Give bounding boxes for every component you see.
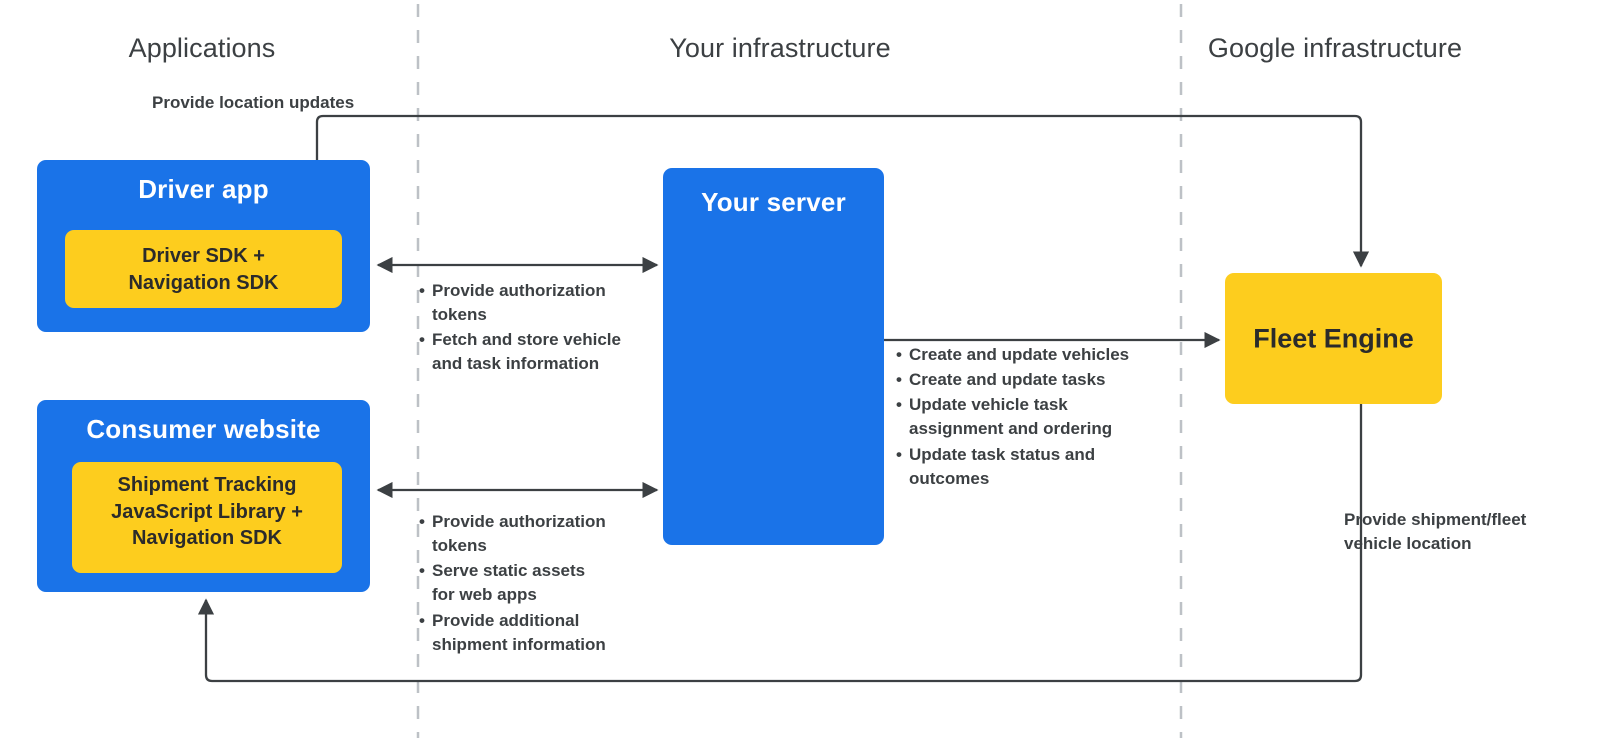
node-driver-sdk-label: Driver SDK + Navigation SDK	[128, 245, 279, 294]
list-item: Provide authorization tokens	[419, 279, 659, 327]
zone-header-applications: Applications	[128, 33, 276, 63]
node-your-server-title: Your server	[701, 187, 846, 217]
list-item: Fetch and store vehicle and task informa…	[419, 328, 659, 376]
zone-header-google-infrastructure: Google infrastructure	[1207, 33, 1463, 63]
list-item: Create and update vehicles	[896, 343, 1162, 367]
node-driver-sdk[interactable]: Driver SDK + Navigation SDK	[65, 230, 342, 308]
list-item: Create and update tasks	[896, 368, 1162, 392]
node-shipment-tracking-library[interactable]: Shipment Tracking JavaScript Library + N…	[72, 462, 342, 573]
list-item: Serve static assets for web apps	[419, 559, 659, 607]
edge-label-location-updates: Provide location updates	[152, 93, 355, 112]
list-item: Provide additional shipment information	[419, 609, 659, 657]
zone-header-your-infrastructure: Your infrastructure	[669, 33, 891, 63]
edge-bullets-server-fleetengine: Create and update vehicles Create and up…	[896, 343, 1162, 492]
list-item: Update vehicle task assignment and order…	[896, 393, 1162, 441]
node-consumer-website-title: Consumer website	[86, 414, 321, 444]
node-shipment-tracking-library-label: Shipment Tracking JavaScript Library + N…	[111, 474, 303, 550]
node-your-server[interactable]: Your server	[663, 168, 884, 545]
node-fleet-engine[interactable]: Fleet Engine	[1225, 273, 1442, 404]
edge-label-fleetengine-to-consumer: Provide shipment/fleet vehicle location	[1344, 510, 1527, 554]
edge-bullets-consumer-server: Provide authorization tokens Serve stati…	[419, 510, 659, 658]
edge-bullets-driver-server: Provide authorization tokens Fetch and s…	[419, 279, 659, 378]
list-item: Update task status and outcomes	[896, 443, 1162, 491]
node-driver-app-title: Driver app	[138, 174, 269, 204]
list-item: Provide authorization tokens	[419, 510, 659, 558]
node-fleet-engine-title: Fleet Engine	[1253, 323, 1414, 353]
